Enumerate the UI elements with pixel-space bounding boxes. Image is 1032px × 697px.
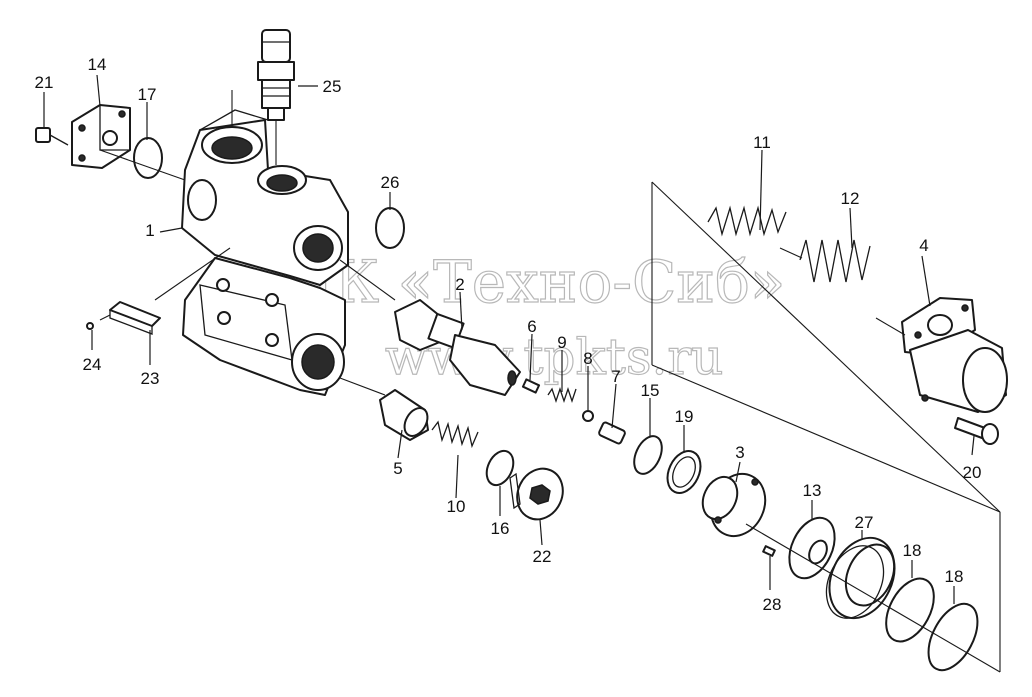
callout-2: 2 <box>455 275 464 294</box>
spool-2 <box>394 299 521 396</box>
seat-7 <box>598 421 626 445</box>
o-ring-18-a <box>885 577 935 643</box>
relief-valve-25 <box>257 29 295 121</box>
washer-13 <box>788 516 836 580</box>
pin-28 <box>762 545 776 557</box>
callout-15: 15 <box>641 381 660 400</box>
o-ring-18-b <box>927 602 979 672</box>
callout-8: 8 <box>583 349 592 368</box>
callout-10: 10 <box>447 497 466 516</box>
callout-4: 4 <box>919 236 928 255</box>
callout-14: 14 <box>88 55 107 74</box>
callout-27: 27 <box>855 513 874 532</box>
callout-3: 3 <box>735 443 744 462</box>
callout-17: 17 <box>138 85 157 104</box>
spring-11 <box>707 205 787 237</box>
nameplate-23 <box>109 301 161 335</box>
nut-27 <box>825 536 896 620</box>
o-ring-17 <box>133 137 163 179</box>
o-ring-15 <box>633 435 663 475</box>
callout-23: 23 <box>141 369 160 388</box>
callout-16: 16 <box>491 519 510 538</box>
callout-11: 11 <box>753 133 771 152</box>
callout-18-a: 18 <box>903 541 922 560</box>
spring-10 <box>431 420 479 449</box>
sleeve-5 <box>379 389 429 441</box>
callout-24: 24 <box>83 355 102 374</box>
callout-7: 7 <box>611 367 620 386</box>
callout-9: 9 <box>557 333 566 352</box>
callout-1: 1 <box>145 221 154 240</box>
callout-18-b: 18 <box>945 567 964 586</box>
backup-ring-19 <box>666 450 702 494</box>
callout-25: 25 <box>323 77 342 96</box>
callout-13: 13 <box>803 481 822 500</box>
callout-22: 22 <box>533 547 552 566</box>
bolt-20 <box>954 417 999 445</box>
cover-plate-14 <box>71 104 131 169</box>
callout-20: 20 <box>963 463 982 482</box>
spring-9 <box>547 386 577 404</box>
o-ring-16 <box>485 449 515 487</box>
screw-24 <box>86 322 94 330</box>
callout-19: 19 <box>675 407 694 426</box>
callout-6: 6 <box>527 317 536 336</box>
bolt-21 <box>35 127 69 146</box>
ball-8 <box>582 410 594 422</box>
callout-28: 28 <box>763 595 782 614</box>
plug-22 <box>509 467 564 521</box>
assembly-axes <box>99 90 1001 673</box>
callout-labels: 1 2 3 4 5 6 7 8 9 10 11 12 13 14 15 16 1… <box>35 55 982 614</box>
callout-21: 21 <box>35 73 54 92</box>
callout-26: 26 <box>381 173 400 192</box>
callout-12: 12 <box>841 189 860 208</box>
valve-body <box>181 109 349 396</box>
callout-5: 5 <box>393 459 402 478</box>
leader-lines <box>43 74 975 604</box>
pin-6 <box>521 378 541 394</box>
spring-12 <box>799 239 871 283</box>
cap-3 <box>701 472 767 538</box>
o-ring-26 <box>375 207 405 249</box>
housing-4 <box>901 297 1008 413</box>
